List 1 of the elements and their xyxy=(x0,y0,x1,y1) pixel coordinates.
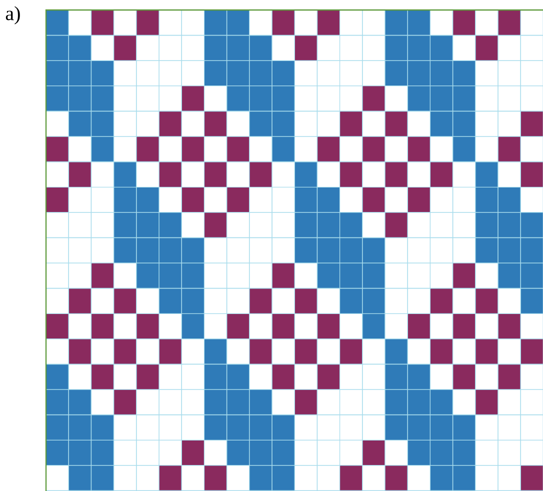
panel-label: a) xyxy=(6,6,20,24)
